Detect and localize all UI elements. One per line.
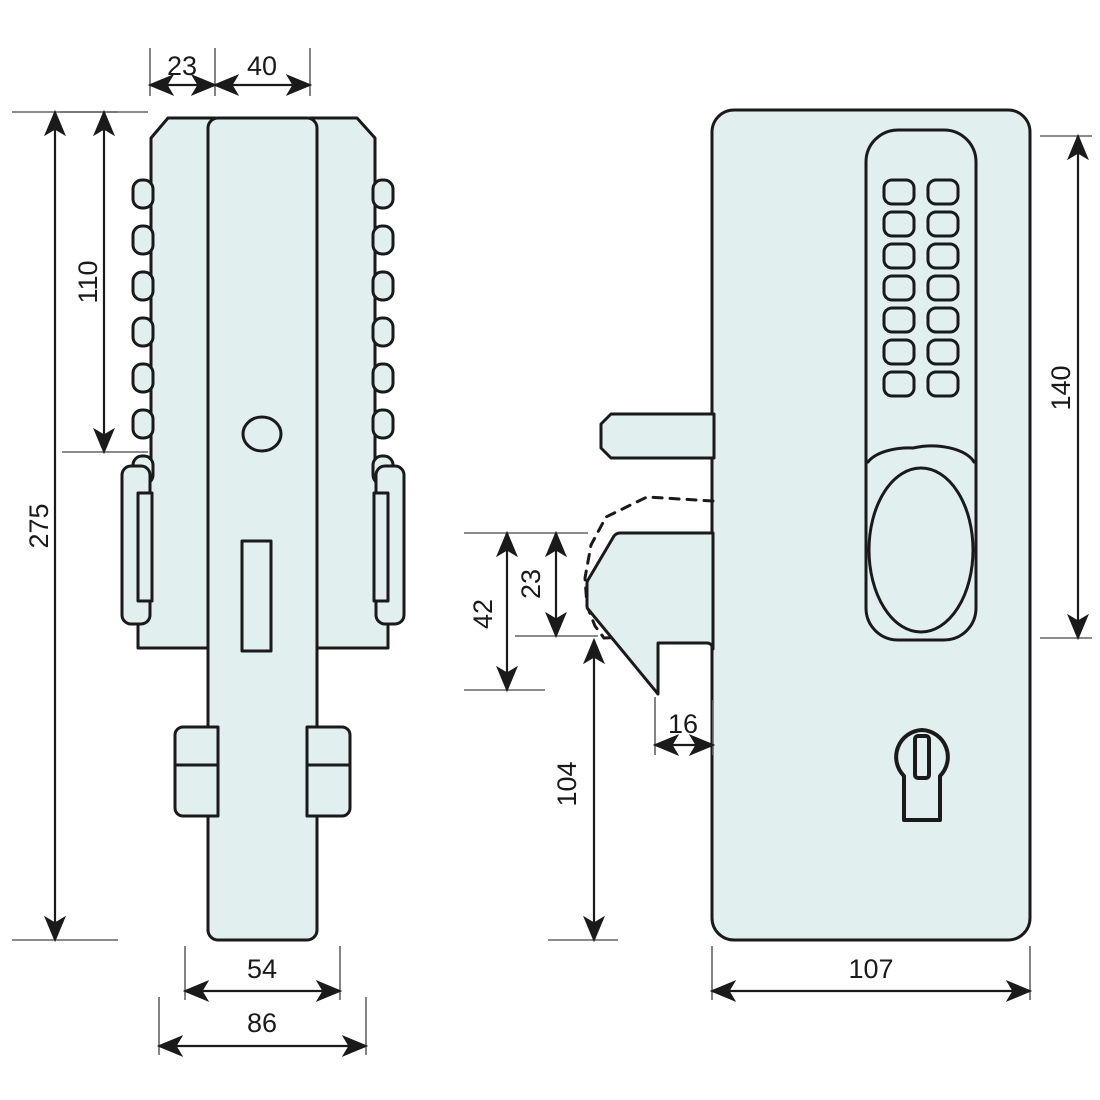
side-thumbturn-knob — [241, 415, 283, 453]
front-keyhole-slot — [913, 734, 931, 780]
keypad-button — [926, 338, 960, 366]
keypad-button — [926, 306, 960, 334]
dim-54-label: 54 — [247, 954, 277, 984]
front-hook-bolt — [585, 531, 715, 696]
front-keypad-buttons[interactable] — [882, 178, 960, 398]
keypad-button — [926, 210, 960, 238]
keypad-button — [926, 242, 960, 270]
keypad-button — [926, 370, 960, 398]
dim-16-label: 16 — [668, 709, 698, 739]
keypad-button — [882, 210, 916, 238]
keypad-button — [926, 178, 960, 206]
keypad-button — [882, 178, 916, 206]
keypad-button — [882, 306, 916, 334]
side-elevation-view — [120, 116, 406, 942]
dim-104-label: 104 — [552, 761, 582, 806]
dim-107-label: 107 — [848, 954, 893, 984]
side-keyway-slot — [240, 539, 273, 653]
side-keypad-buttons-right — [371, 178, 395, 486]
dim-40-label: 40 — [247, 51, 277, 81]
keypad-button — [882, 370, 916, 398]
dim-42-label: 42 — [468, 599, 498, 629]
keypad-button — [882, 242, 916, 270]
side-lower-bolt-block — [173, 725, 352, 818]
keypad-button — [882, 338, 916, 366]
keypad-button — [882, 274, 916, 302]
dim-140-label: 140 — [1046, 365, 1076, 410]
dim-110-label: 110 — [73, 260, 103, 303]
dim-23b-label: 23 — [516, 569, 546, 599]
front-thumbturn[interactable] — [867, 466, 975, 634]
side-knob-wings — [120, 464, 406, 626]
dim-275-label: 275 — [24, 503, 54, 548]
front-thumbturn-shoulder — [866, 444, 976, 464]
dim-86-label: 86 — [247, 1008, 277, 1038]
front-elevation-view — [583, 108, 1032, 942]
front-hook-bolt-phantom — [583, 495, 715, 640]
keypad-button — [926, 274, 960, 302]
side-centre-column — [206, 116, 319, 942]
dim-23-label: 23 — [167, 51, 197, 81]
front-deadbolt-bar — [599, 412, 716, 460]
